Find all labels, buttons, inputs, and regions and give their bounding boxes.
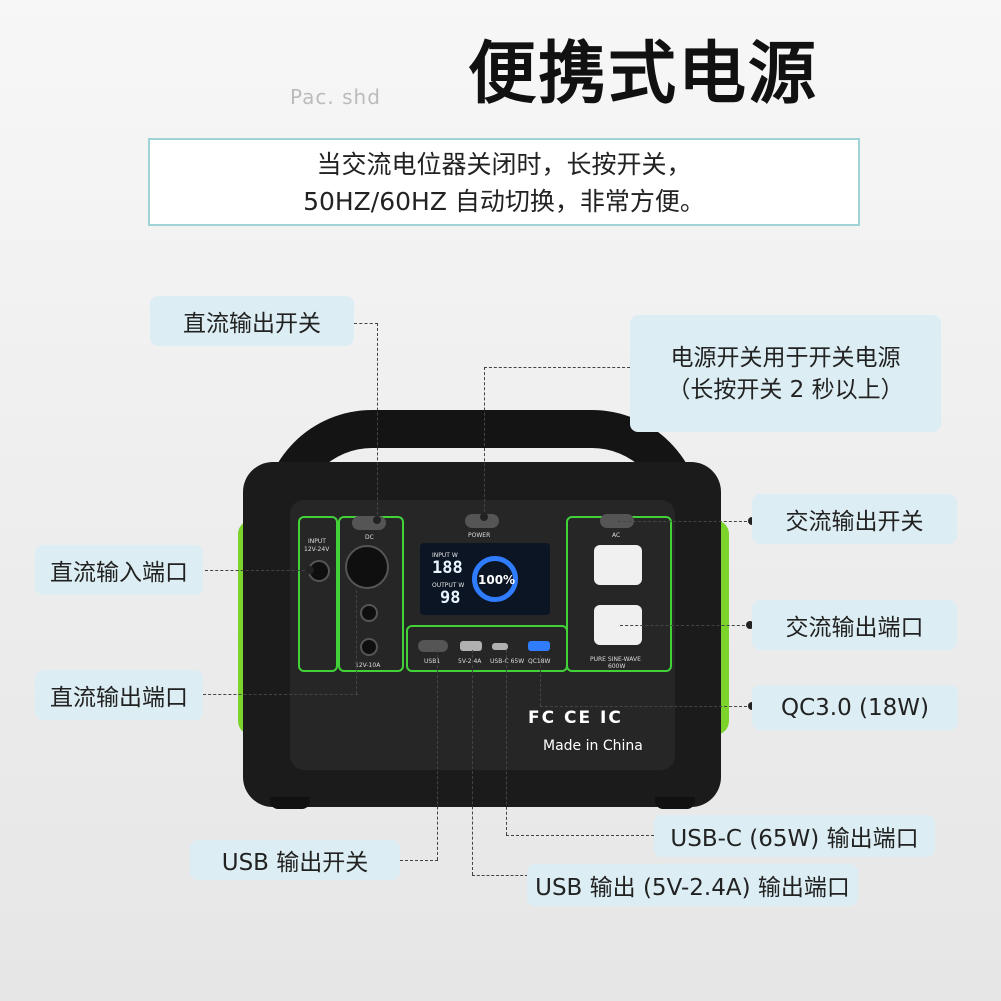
callout-ac-port: 交流输出端口 [752, 600, 957, 650]
callout-dc-input: 直流输入端口 [35, 545, 203, 595]
leader-line [437, 650, 438, 860]
made-in-label: Made in China [543, 738, 643, 754]
leader-dot [746, 621, 754, 629]
usb1-label: USB1 [424, 658, 441, 665]
callout-usb-switch: USB 输出开关 [190, 840, 400, 880]
usb-c-port [492, 643, 508, 650]
dc-spec: 12V-10A [355, 662, 381, 669]
leader-line [484, 367, 485, 517]
screen-output-label: OUTPUT W [432, 582, 465, 589]
usb-switch [418, 640, 448, 652]
leader-line [400, 860, 438, 861]
callout-ac-switch: 交流输出开关 [752, 494, 957, 544]
power-label: POWER [468, 532, 491, 539]
ac-output-frame [566, 516, 672, 672]
leader-dot [373, 516, 381, 524]
leader-dot [480, 513, 488, 521]
screen-input-value: 188 [432, 558, 463, 578]
qc-port [528, 641, 550, 651]
usb-a-port [460, 641, 482, 651]
callout-dc-output: 直流输出端口 [35, 670, 203, 720]
callout-usb-out: USB 输出 (5V-2.4A) 输出端口 [527, 864, 858, 906]
device-foot-left [270, 797, 310, 809]
battery-ring [472, 556, 518, 602]
input-spec: 12V-24V [304, 546, 330, 553]
leader-line [198, 694, 358, 695]
usb2-label: 5V-2.4A [458, 658, 482, 665]
battery-percent: 100% [478, 573, 516, 587]
leader-line [540, 655, 541, 706]
certification-marks: FC CE IC [528, 708, 623, 728]
ac-socket-1 [594, 545, 642, 585]
screen-input-label: INPUT W [432, 552, 458, 559]
callout-power-line-1: 电源开关用于开关电源 [670, 344, 901, 371]
callout-power-switch: 电源开关用于开关电源 （长按开关 2 秒以上） [630, 315, 941, 432]
ac-spec-2: 600W [608, 663, 626, 670]
callout-power-line-2: （长按开关 2 秒以上） [667, 376, 904, 403]
power-button [465, 514, 499, 528]
leader-line [354, 323, 378, 324]
input-port-frame [298, 516, 338, 672]
leader-line [620, 625, 750, 626]
leader-line [618, 521, 752, 522]
ac-switch [600, 514, 634, 528]
leader-line [484, 367, 630, 368]
callout-qc: QC3.0 (18W) [752, 685, 958, 730]
page-title: 便携式电源 [468, 35, 819, 114]
ac-spec-1: PURE SINE-WAVE [590, 656, 641, 663]
leader-line [506, 835, 654, 836]
leader-line [377, 323, 378, 520]
leader-dot [306, 566, 314, 574]
leader-line [472, 875, 528, 876]
faint-watermark-text: Pac. shd [290, 85, 381, 109]
input-label: INPUT [308, 538, 326, 545]
leader-line [205, 570, 310, 571]
screen-output-value: 98 [440, 588, 461, 608]
callout-dc-switch: 直流输出开关 [150, 296, 354, 346]
leader-line [506, 650, 507, 835]
qc-label: QC18W [528, 658, 551, 665]
intro-box: 当交流电位器关闭时，长按开关， 50HZ/60HZ 自动切换，非常方便。 [148, 138, 860, 226]
dc-round-port-1 [360, 604, 378, 622]
intro-line-2: 50HZ/60HZ 自动切换，非常方便。 [303, 187, 705, 216]
dc-round-port-2 [360, 638, 378, 656]
intro-line-1: 当交流电位器关闭时，长按开关， [316, 150, 692, 179]
callout-usbc: USB-C (65W) 输出端口 [654, 815, 935, 857]
car-socket [345, 545, 389, 589]
leader-line [356, 590, 357, 694]
device-foot-right [655, 797, 695, 809]
leader-line [472, 650, 473, 875]
dc-label: DC [365, 534, 374, 541]
ac-label: AC [612, 532, 621, 539]
leader-line [540, 706, 752, 707]
usbc-label: USB-C 65W [490, 658, 525, 665]
